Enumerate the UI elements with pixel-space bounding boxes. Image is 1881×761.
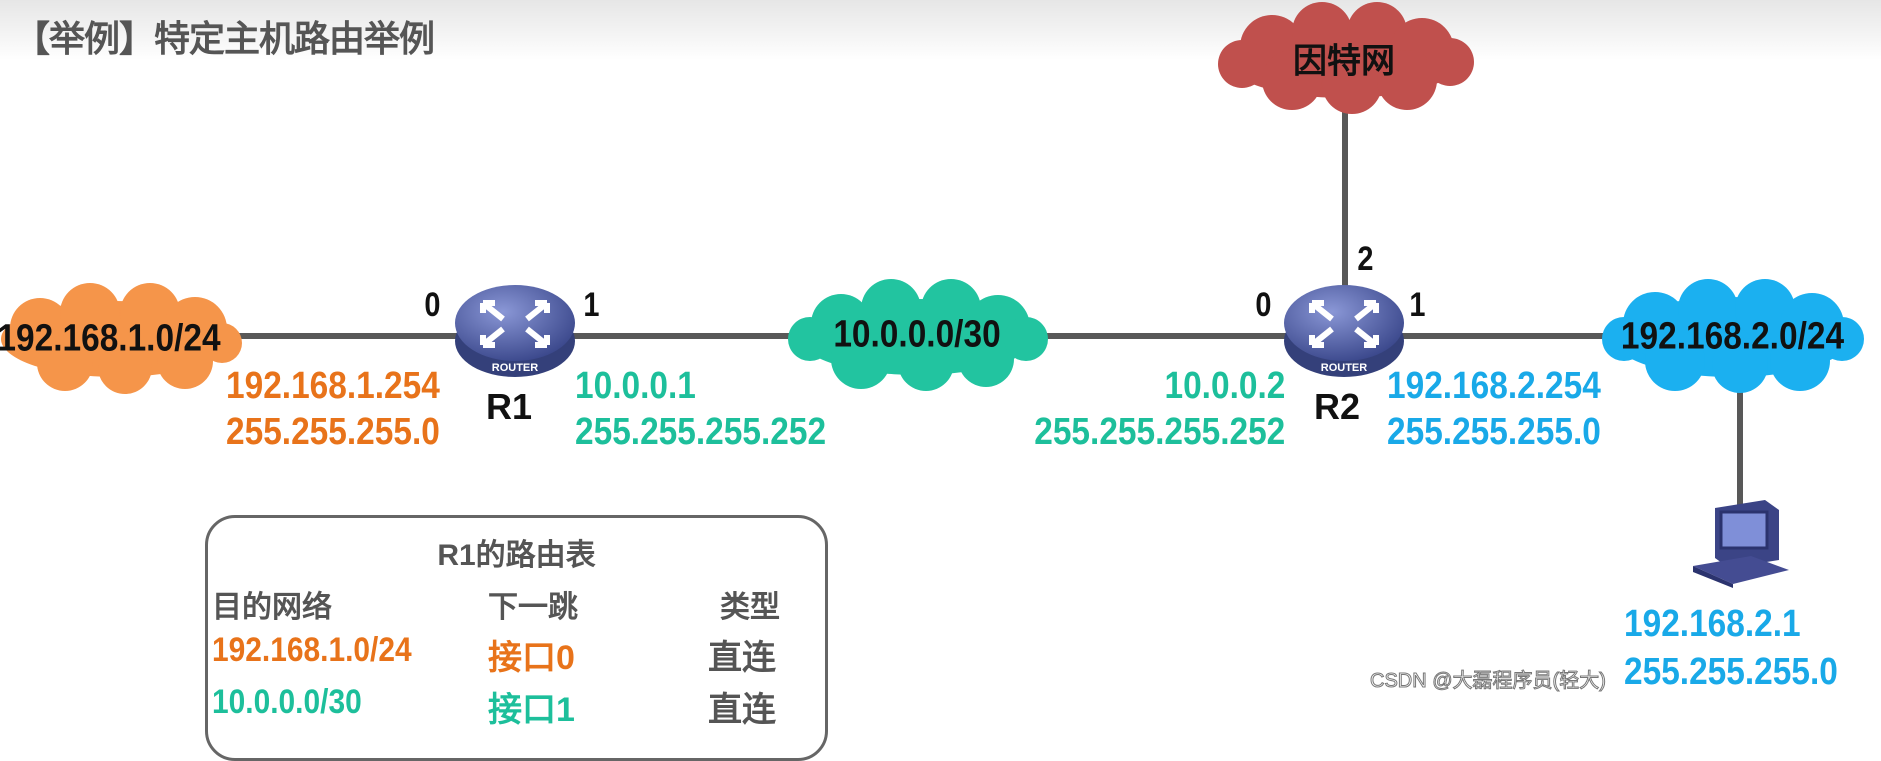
link-wan-r2 (1040, 333, 1290, 339)
r1-routing-table: R1的路由表 目的网络 下一跳 类型 192.168.1.0/24 接口0 直连… (205, 515, 828, 761)
header-next-hop: 下一跳 (488, 591, 578, 624)
watermark: CSDN @大磊程序员(轻大) (1370, 670, 1607, 693)
lan1-label: 192.168.1.0/24 (0, 317, 221, 360)
header-type: 类型 (720, 591, 780, 624)
row2-destination: 10.0.0.0/30 (212, 683, 362, 721)
r2-name: R2 (1314, 386, 1361, 427)
link-lan2-host (1737, 390, 1743, 505)
header-destination: 目的网络 (212, 591, 332, 624)
link-r2-lan2 (1400, 333, 1610, 339)
page-title: 【举例】特定主机路由举例 (14, 18, 435, 59)
computer-icon[interactable] (1693, 500, 1791, 588)
routing-table-title: R1的路由表 (437, 539, 596, 572)
internet-cloud: 因特网 (1212, 2, 1476, 114)
r1-port-0: 0 (424, 286, 441, 324)
title-band (0, 0, 1881, 60)
host-ip: 192.168.2.1 (1624, 603, 1801, 645)
r2-if1-mask: 255.255.255.0 (1387, 411, 1601, 453)
r2-port-1: 1 (1409, 286, 1426, 324)
host-mask: 255.255.255.0 (1624, 651, 1838, 693)
svg-text:ROUTER: ROUTER (492, 362, 539, 374)
r1-port-1: 1 (583, 286, 600, 324)
row2-next-hop: 接口1 (488, 691, 575, 729)
link-r1-wan (570, 333, 800, 339)
row1-destination: 192.168.1.0/24 (212, 631, 412, 669)
link-lan1-r1 (200, 333, 460, 339)
r1-if0-mask: 255.255.255.0 (226, 411, 440, 453)
r1-name: R1 (486, 386, 533, 427)
row1-type: 直连 (708, 639, 776, 677)
r2-if0-mask: 255.255.255.252 (1033, 411, 1285, 453)
row2-type: 直连 (708, 691, 776, 729)
lan2-label: 192.168.2.0/24 (1620, 315, 1845, 357)
r2-port-2: 2 (1357, 240, 1374, 278)
r1-if1-mask: 255.255.255.252 (575, 411, 827, 453)
r1-if1-ip: 10.0.0.1 (575, 365, 696, 407)
router-r1-icon[interactable]: ROUTER (453, 281, 577, 379)
svg-text:ROUTER: ROUTER (1321, 362, 1368, 374)
link-r2-internet (1342, 105, 1348, 290)
router-r2-icon[interactable]: ROUTER (1282, 281, 1406, 379)
r2-port-0: 0 (1255, 286, 1272, 324)
r2-if0-ip: 10.0.0.2 (1164, 365, 1285, 407)
row1-next-hop: 接口0 (488, 639, 575, 677)
internet-label: 因特网 (1293, 42, 1395, 81)
wan-cloud: 10.0.0.0/30 (786, 279, 1048, 391)
lan2-cloud: 192.168.2.0/24 (1600, 279, 1865, 394)
r2-if1-ip: 192.168.2.254 (1387, 365, 1601, 407)
lan1-cloud: 192.168.1.0/24 (0, 283, 242, 395)
wan-label: 10.0.0.0/30 (833, 313, 1001, 356)
r1-if0-ip: 192.168.1.254 (226, 365, 440, 407)
